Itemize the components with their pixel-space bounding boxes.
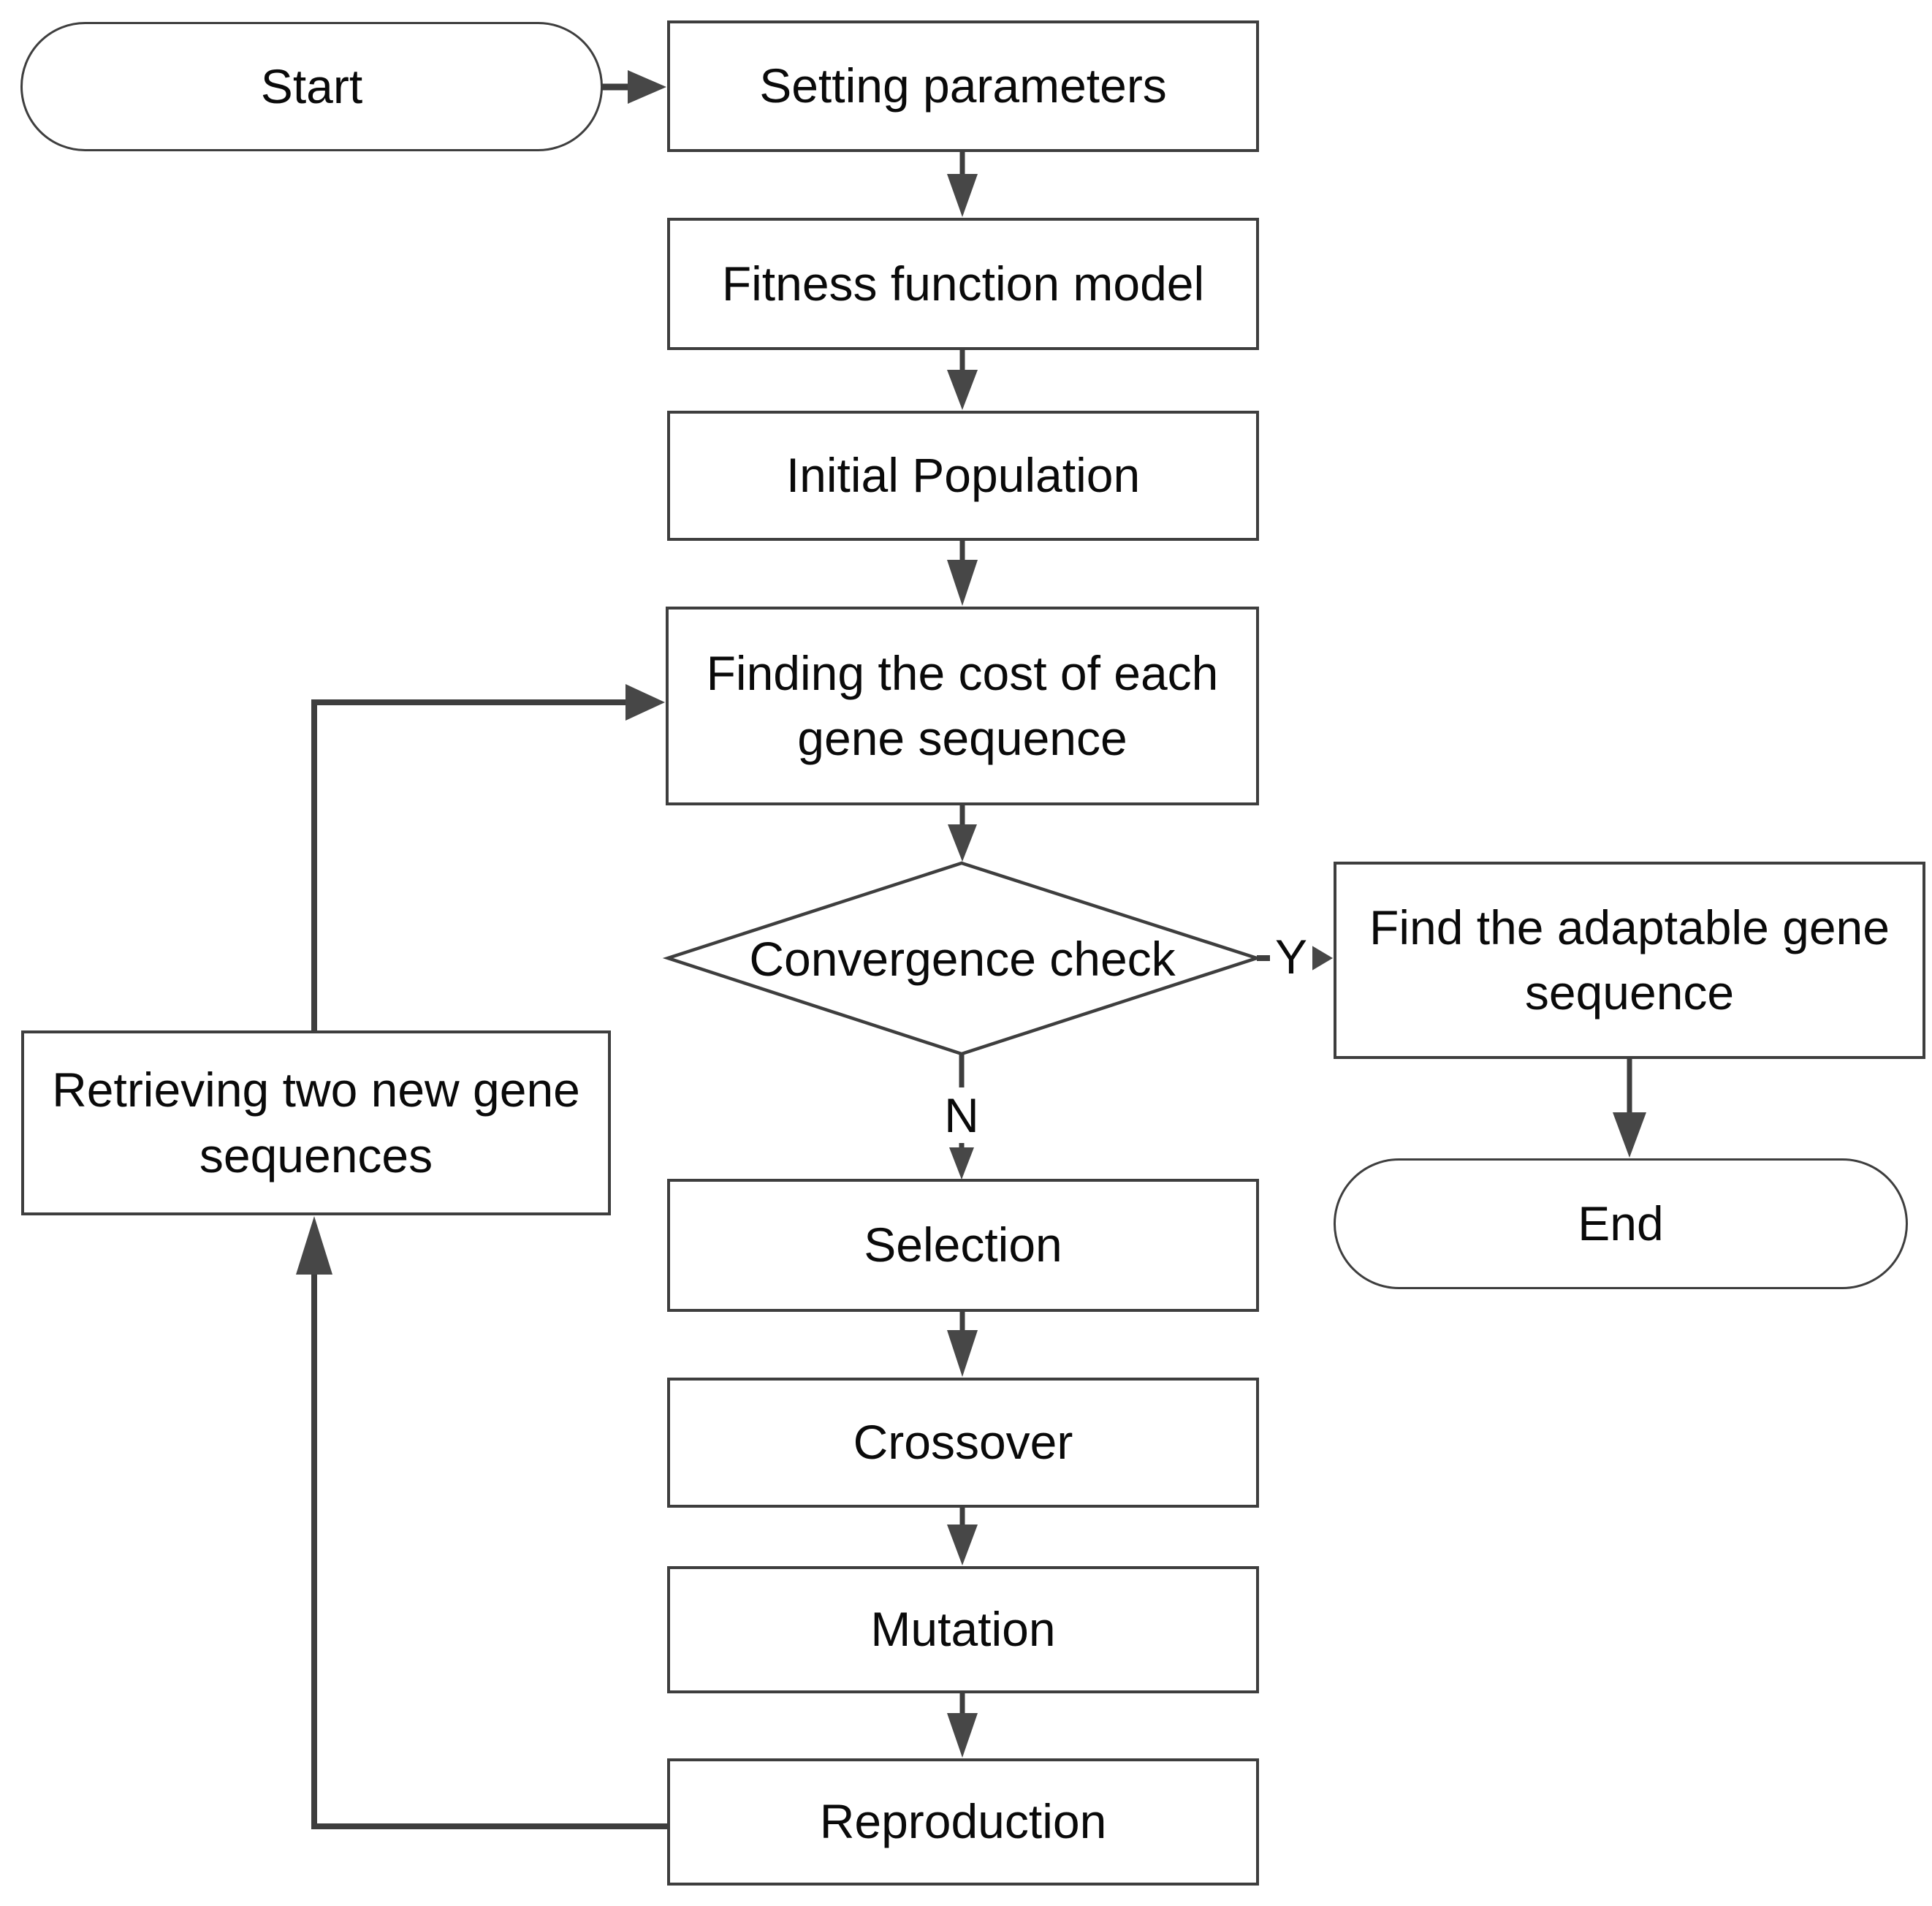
node-finding-cost-label: Finding the cost of each gene sequence: [706, 645, 1219, 765]
node-convergence-check-label: Convergence check: [749, 931, 1176, 986]
node-retrieving-sequences-label: Retrieving two new gene sequences: [52, 1063, 580, 1182]
node-reproduction: Reproduction: [667, 1758, 1259, 1886]
node-start: Start: [20, 22, 603, 151]
arrow-down-icon: [947, 560, 978, 606]
arrow-down-icon: [947, 174, 978, 217]
arrow-down-icon: [949, 1147, 974, 1180]
node-selection: Selection: [667, 1179, 1259, 1312]
node-initial-population-label: Initial Population: [786, 448, 1141, 503]
branch-label-no-text: N: [944, 1088, 979, 1142]
node-crossover-label: Crossover: [853, 1415, 1073, 1470]
arrow-down-icon: [948, 824, 977, 862]
arrow-up-icon: [296, 1216, 332, 1275]
arrow-down-icon: [1613, 1112, 1646, 1158]
node-find-adaptable: Find the adaptable gene sequence: [1334, 862, 1925, 1059]
arrow-down-icon: [947, 1713, 978, 1758]
branch-label-yes-text: Y: [1274, 930, 1308, 984]
branch-label-no: N: [937, 1087, 986, 1143]
node-end: End: [1334, 1158, 1908, 1289]
node-start-label: Start: [260, 58, 363, 113]
node-finding-cost: Finding the cost of each gene sequence: [666, 607, 1259, 805]
node-selection-label: Selection: [864, 1218, 1062, 1272]
node-mutation-label: Mutation: [870, 1602, 1056, 1657]
node-find-adaptable-label: Find the adaptable gene sequence: [1369, 900, 1890, 1020]
arrow-down-icon: [947, 1525, 978, 1565]
arrow-right-icon: [1306, 942, 1333, 974]
node-end-label: End: [1578, 1196, 1664, 1250]
node-fitness-function-model-label: Fitness function model: [721, 256, 1205, 311]
arrow-right-icon: [625, 684, 665, 721]
node-retrieving-sequences: Retrieving two new gene sequences: [21, 1030, 611, 1215]
node-reproduction-label: Reproduction: [819, 1794, 1107, 1849]
branch-label-yes: Y: [1270, 930, 1312, 983]
arrow-down-icon: [947, 370, 978, 410]
node-mutation: Mutation: [667, 1566, 1259, 1693]
arrow-right-icon: [628, 70, 666, 104]
arrow-down-icon: [947, 1330, 978, 1377]
node-crossover: Crossover: [667, 1378, 1259, 1508]
node-setting-parameters: Setting parameters: [667, 20, 1259, 152]
node-initial-population: Initial Population: [667, 411, 1259, 541]
node-convergence-check: Convergence check: [668, 863, 1257, 1054]
node-fitness-function-model: Fitness function model: [667, 218, 1259, 350]
node-setting-parameters-label: Setting parameters: [759, 58, 1167, 113]
